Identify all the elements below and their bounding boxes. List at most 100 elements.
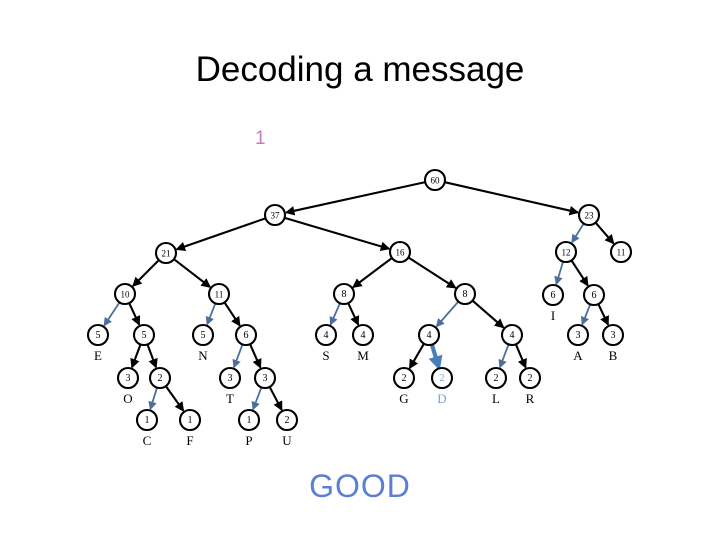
node-weight-label: 2 [440,373,445,384]
node-weight-label: 11 [215,290,224,300]
node-circle [430,366,454,390]
tree-edge [232,344,244,369]
node-weight-label: 2 [494,373,499,384]
tree-node[interactable]: 5 [132,323,156,347]
tree-edge [132,259,160,287]
node-circle [577,203,601,227]
node-weight-label: 3 [126,373,131,384]
node-circle [191,323,215,347]
node-circle [601,323,625,347]
node-weight-label: 2 [402,373,407,384]
tree-node[interactable]: 1 [178,408,202,432]
tree-node[interactable]: 1 [237,408,261,432]
tree-node[interactable]: 3 [253,366,277,390]
tree-node[interactable]: 16 [388,240,412,264]
node-circle [218,366,242,390]
node-weight-label: 4 [361,330,366,341]
node-circle [417,323,441,347]
node-weight-label: 10 [121,290,131,300]
node-weight-label: 2 [158,373,163,384]
tree-node[interactable]: 11 [207,282,231,306]
leaf-letter-label: M [357,348,369,363]
node-circle [423,168,447,192]
tree-edge [347,303,360,326]
tree-node[interactable]: 3 [601,323,625,347]
node-circle [154,241,178,265]
tree-edge [554,261,564,286]
tree-node[interactable]: 2 [392,366,416,390]
tree-node[interactable]: 4 [500,323,524,347]
node-circle [234,323,258,347]
node-circle [275,408,299,432]
node-weight-label: 4 [427,330,432,341]
tree-edge [472,300,505,329]
tree-node[interactable]: 1 [135,408,159,432]
tree-node[interactable]: 4 [314,323,338,347]
node-circle [253,366,277,390]
tree-edge [148,387,158,411]
tree-node[interactable]: 2 [484,366,508,390]
node-weight-label: 4 [324,330,329,341]
tree-node[interactable]: 2 [430,366,454,390]
tree-node[interactable]: 4 [417,323,441,347]
leaf-letter-label: C [143,433,152,448]
tree-node[interactable]: 21 [154,241,178,265]
tree-node[interactable]: 8 [453,282,477,306]
leaf-letter-label: T [226,391,234,406]
tree-edge [130,344,142,369]
tree-node[interactable]: 2 [275,408,299,432]
tree-edge [571,223,585,244]
tree-node[interactable]: 23 [577,203,601,227]
tree-node[interactable]: 3 [218,366,242,390]
node-weight-label: 23 [585,211,595,221]
node-weight-label: 5 [142,330,147,341]
node-circle [178,408,202,432]
tree-node[interactable]: 3 [566,323,590,347]
tree-edge [268,386,283,412]
leaf-letter-label: A [573,348,583,363]
node-weight-label: 1 [188,415,193,426]
leaf-letter-label: I [551,308,555,323]
tree-node[interactable]: 6 [234,323,258,347]
tree-edge [249,344,262,369]
tree-node[interactable]: 37 [263,203,287,227]
node-weight-label: 1 [145,415,150,426]
tree-edge [570,260,589,287]
node-circle [113,282,137,306]
node-weight-label: 3 [263,373,268,384]
tree-edge [173,258,212,288]
tree-edges [103,181,615,412]
tree-node[interactable]: 5 [191,323,215,347]
tree-node[interactable]: 6 [582,283,606,307]
node-weight-label: 2 [285,415,290,426]
tree-node[interactable]: 4 [351,323,375,347]
node-circle [518,366,542,390]
tree-node[interactable]: 8 [332,282,356,306]
tree-node[interactable]: 60 [423,168,447,192]
tree-node[interactable]: 12 [554,240,578,264]
node-circle [132,323,156,347]
node-circle [388,240,412,264]
node-weight-label: 37 [271,211,281,221]
node-weight-label: 4 [510,330,515,341]
tree-node[interactable]: 11 [609,240,633,264]
tree-edge [329,303,341,326]
tree-edge [284,181,425,216]
tree-node[interactable]: 2 [148,366,172,390]
tree-edge [284,216,391,252]
leaf-letter-label: R [526,391,535,406]
tree-node[interactable]: 6 [541,283,565,307]
node-weight-label: 3 [228,373,233,384]
page-number: 1 [255,128,266,149]
tree-node[interactable]: 5 [86,323,110,347]
node-circle [86,323,110,347]
tree-edge [595,222,615,245]
tree-node[interactable]: 3 [116,366,140,390]
tree-node[interactable]: 2 [518,366,542,390]
node-weight-label: 16 [396,248,406,258]
node-circle [392,366,416,390]
tree-node[interactable]: 10 [113,282,137,306]
node-weight-label: 11 [617,248,626,258]
